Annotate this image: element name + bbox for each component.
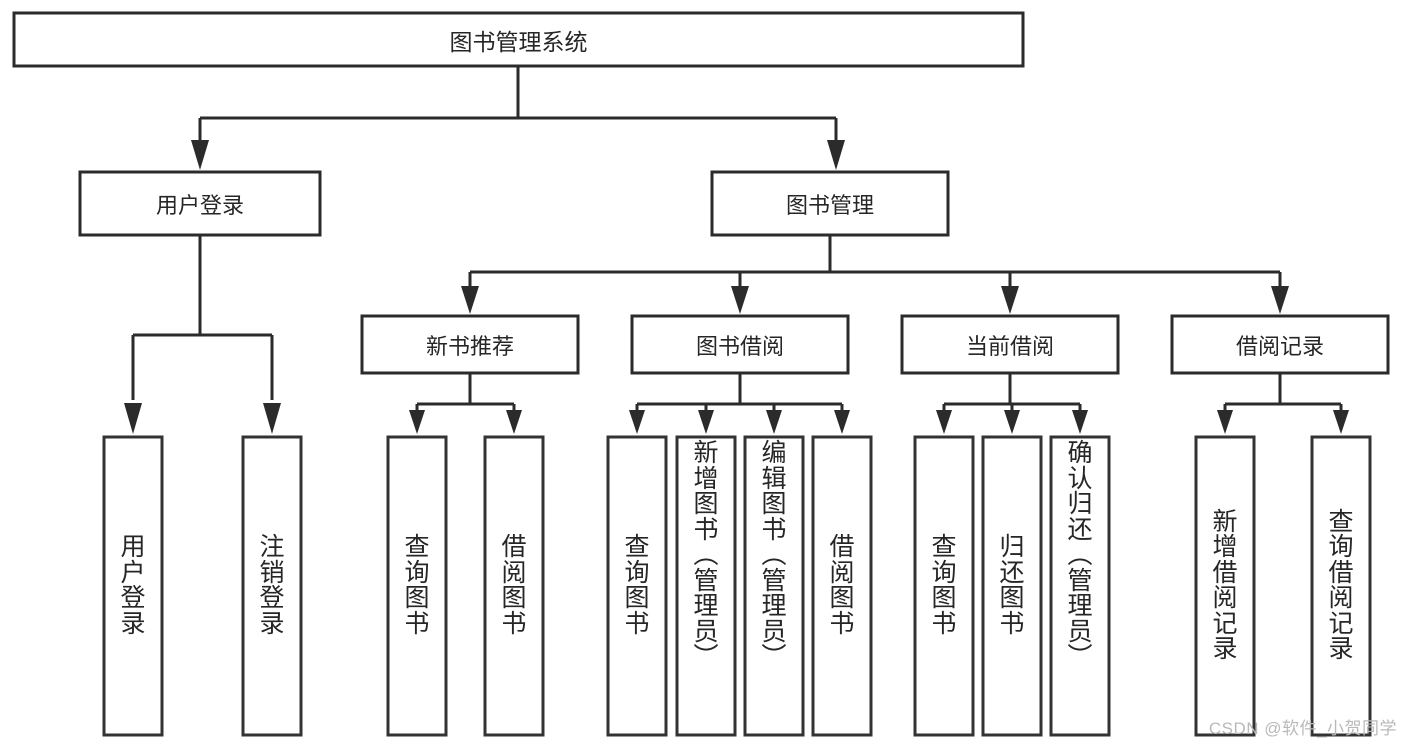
leaf-query-book-1-label: 查询图书 <box>404 533 430 638</box>
leaf-borrow-book-1-label: 借阅图书 <box>501 533 527 638</box>
arrowhead-leaf-query-record <box>1333 410 1349 434</box>
connector-bookmanage-to-level2 <box>461 235 1289 314</box>
leaf-query-book-1-box[interactable] <box>386 435 448 737</box>
leaf-borrow-book-1-box[interactable] <box>483 435 545 737</box>
node-new-book-rec-label: 新书推荐 <box>425 333 514 359</box>
arrowhead-leaf-edit-book <box>766 410 782 434</box>
leaf-query-book-2-label: 查询图书 <box>624 533 650 638</box>
leaf-edit-book-box[interactable] <box>743 435 805 737</box>
arrowhead-leaf-query-book-3 <box>936 410 952 434</box>
connector-currentborrow-to-leaves <box>936 373 1088 434</box>
node-root-label: 图书管理系统 <box>449 28 588 55</box>
arrowhead-user-login <box>191 140 209 170</box>
leaf-return-book-box[interactable] <box>981 435 1043 737</box>
arrowhead-book-borrow <box>731 286 749 314</box>
node-new-book-rec-box[interactable] <box>360 314 580 375</box>
arrowhead-leaf-return-book <box>1004 410 1020 434</box>
arrowhead-current-borrow <box>1001 286 1019 314</box>
connector-userlogin-to-leaves <box>124 235 281 434</box>
leaf-query-book-3-box[interactable] <box>913 435 975 737</box>
leaf-add-book-label: 新增图书︵管理员︶ <box>693 439 719 671</box>
leaf-query-book-2-box[interactable] <box>606 435 668 737</box>
leaf-logout-label: 注销登录 <box>259 533 285 638</box>
connector-newbookrec-to-leaves <box>409 373 522 434</box>
leaf-user-login-box[interactable] <box>102 435 164 737</box>
arrowhead-leaf-user-login <box>124 403 142 434</box>
arrowhead-leaf-confirm-return <box>1072 410 1088 434</box>
arrowhead-leaf-borrow-book-1 <box>506 410 522 434</box>
leaf-query-record-box[interactable] <box>1310 435 1372 737</box>
arrowhead-leaf-logout <box>263 403 281 434</box>
arrowhead-leaf-borrow-book-2 <box>834 410 850 434</box>
node-borrow-record-label: 借阅记录 <box>1235 333 1324 359</box>
connector-bookborrow-to-leaves <box>629 373 850 434</box>
leaf-add-record-label: 新增借阅记录 <box>1212 507 1238 663</box>
leaf-edit-book-label: 编辑图书︵管理员︶ <box>761 439 787 671</box>
node-user-login-box[interactable] <box>78 170 322 237</box>
arrowhead-leaf-add-book <box>698 410 714 434</box>
node-user-login-label: 用户登录 <box>155 192 244 218</box>
leaf-borrow-book-2-box[interactable] <box>811 435 873 737</box>
leaf-add-book-box[interactable] <box>675 435 737 737</box>
leaf-confirm-return-label: 确认归还︵管理员︶ <box>1067 439 1093 671</box>
arrowhead-leaf-query-book-1 <box>409 410 425 434</box>
node-book-borrow-label: 图书借阅 <box>695 333 784 359</box>
leaf-user-login-label: 用户登录 <box>120 533 146 638</box>
leaf-borrow-book-2-label: 借阅图书 <box>829 533 855 638</box>
leaf-logout-box[interactable] <box>241 435 303 737</box>
connector-borrowrecord-to-leaves <box>1217 373 1349 434</box>
arrowhead-leaf-query-book-2 <box>629 410 645 434</box>
leaf-return-book-label: 归还图书 <box>999 533 1025 638</box>
node-root-box[interactable] <box>12 11 1025 68</box>
arrowhead-new-book-rec <box>461 286 479 314</box>
node-book-manage-label: 图书管理 <box>785 192 874 218</box>
connector-root-to-level1 <box>191 66 845 170</box>
node-current-borrow-box[interactable] <box>900 314 1120 375</box>
leaf-query-record-label: 查询借阅记录 <box>1328 507 1354 663</box>
arrowhead-borrow-record <box>1271 286 1289 314</box>
arrowhead-book-manage <box>827 140 845 170</box>
node-current-borrow-label: 当前借阅 <box>965 333 1054 359</box>
leaf-query-book-3-label: 查询图书 <box>931 533 957 638</box>
leaf-add-record-box[interactable] <box>1194 435 1256 737</box>
arrowhead-leaf-add-record <box>1217 410 1233 434</box>
leaf-confirm-return-box[interactable] <box>1049 435 1111 737</box>
